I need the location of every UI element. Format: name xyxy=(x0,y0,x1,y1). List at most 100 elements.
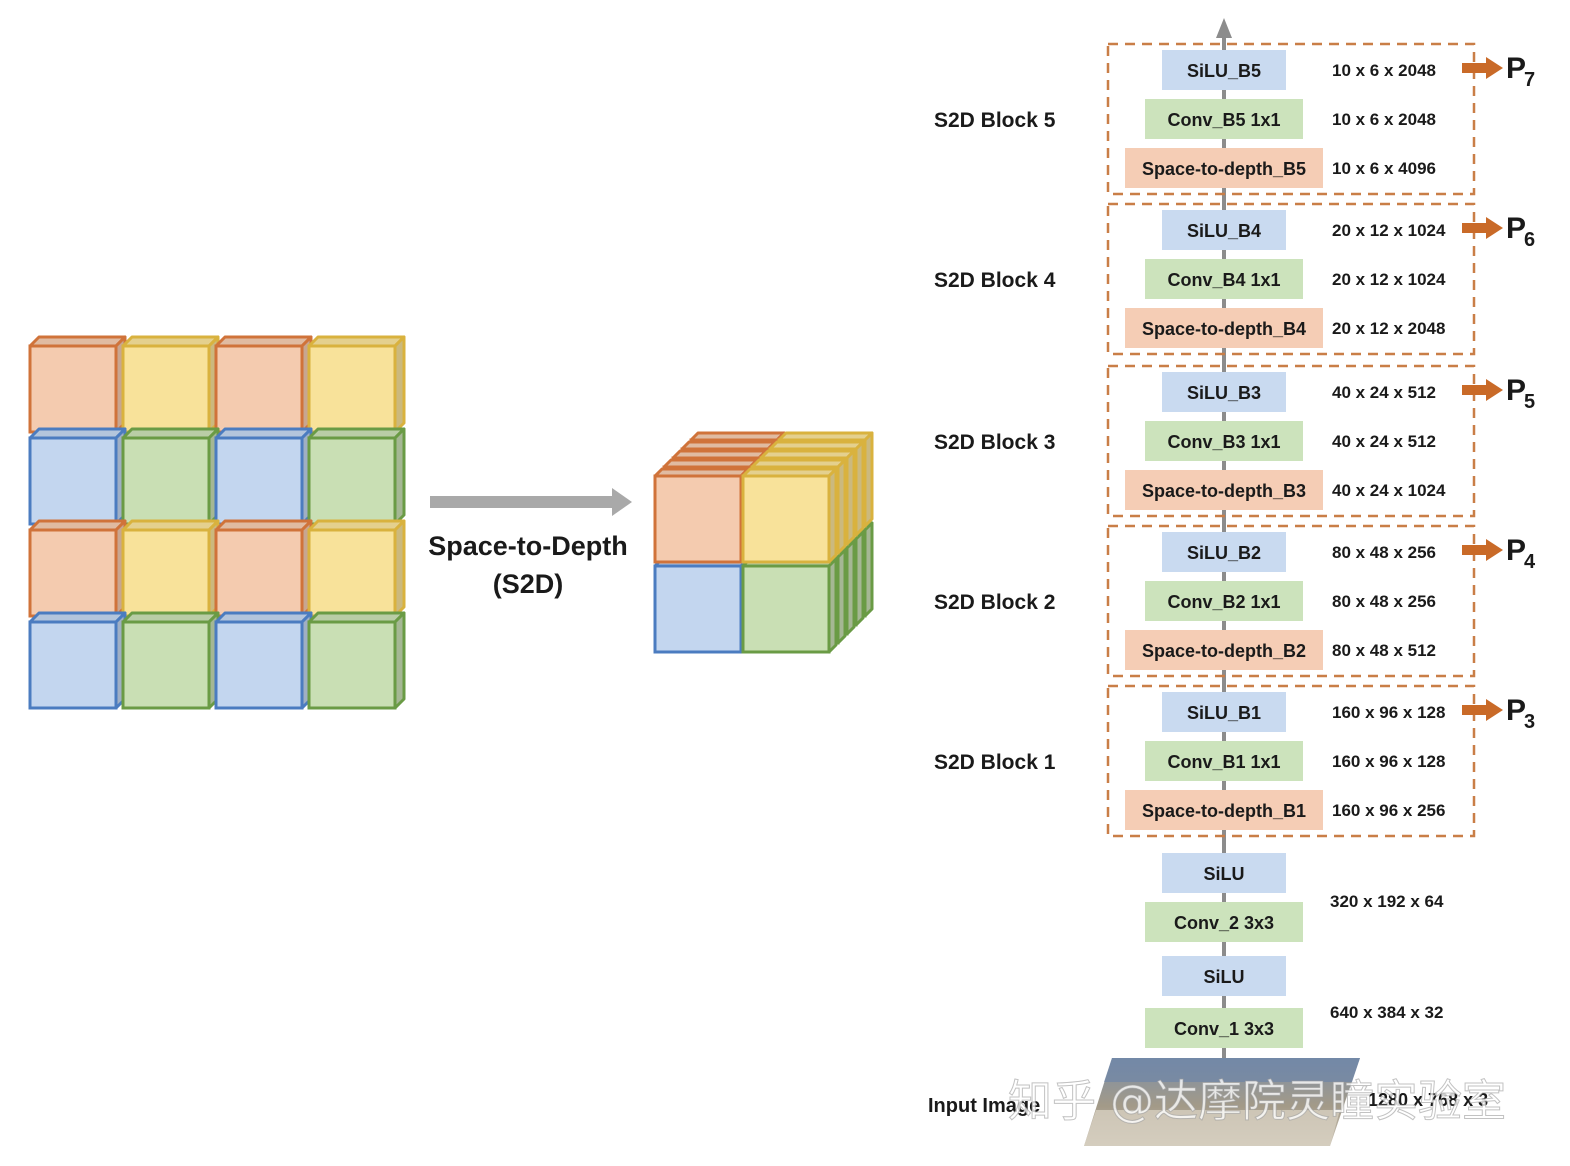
block-3-silu-dims: 40 x 24 x 512 xyxy=(1332,383,1436,402)
block-5-s2d-dims: 10 x 6 x 4096 xyxy=(1332,159,1436,178)
stem-0-silu-label: SiLU xyxy=(1203,864,1244,884)
block-3-s2d-box xyxy=(1125,470,1323,510)
p3-arrow-head xyxy=(1486,699,1503,721)
block-2-s2d-dims: 80 x 48 x 512 xyxy=(1332,641,1436,660)
p4-subscript: 4 xyxy=(1524,551,1536,573)
s2d-block-1-name: S2D Block 1 xyxy=(934,751,1056,774)
p6-label: P xyxy=(1506,212,1526,245)
p5-label: P xyxy=(1506,374,1526,407)
block-2-conv-dims: 80 x 48 x 256 xyxy=(1332,592,1436,611)
stem-1-conv-box xyxy=(1145,902,1303,942)
grid-cube-2-2 xyxy=(214,519,313,618)
block-5-s2d-label: Space-to-depth_B5 xyxy=(1142,159,1306,179)
p7-label: P xyxy=(1506,52,1526,85)
stack-front-orange xyxy=(653,467,750,564)
stem-0-silu-box xyxy=(1162,853,1286,893)
block-5-silu-label: SiLU_B5 xyxy=(1187,61,1261,81)
block-2-conv-label: Conv_B2 1x1 xyxy=(1167,592,1280,612)
p6-arrow-shaft xyxy=(1462,223,1488,233)
s2d-block-3-border xyxy=(1106,364,1476,518)
s2d-label-line2: (S2D) xyxy=(493,569,564,599)
block-1-s2d-label: Space-to-depth_B1 xyxy=(1142,801,1306,821)
stack-front-green xyxy=(741,557,838,654)
output-depth-stack xyxy=(653,431,874,654)
stem-3-conv-label: Conv_1 3x3 xyxy=(1174,1019,1274,1039)
block-4-s2d-label: Space-to-depth_B4 xyxy=(1142,319,1306,339)
stem-2-silu-box xyxy=(1162,956,1286,996)
watermark: 知乎 @达摩院灵瞳实验室 xyxy=(1008,1076,1506,1127)
s2d-arrow xyxy=(430,488,632,516)
block-4-s2d-box xyxy=(1125,308,1323,348)
grid-cube-2-0 xyxy=(28,519,127,618)
p5-arrow-head xyxy=(1486,379,1503,401)
block-3-silu-box xyxy=(1162,372,1286,412)
block-2-conv-box xyxy=(1145,581,1303,621)
stem-1-conv-label: Conv_2 3x3 xyxy=(1174,913,1274,933)
block-2-s2d-label: Space-to-depth_B2 xyxy=(1142,641,1306,661)
p3-arrow-shaft xyxy=(1462,705,1488,715)
input-feature-grid xyxy=(28,335,406,710)
block-2-s2d-box xyxy=(1125,630,1323,670)
grid-cube-0-1 xyxy=(121,335,220,434)
grid-cube-1-3 xyxy=(307,427,406,526)
block-4-silu-box xyxy=(1162,210,1286,250)
block-3-conv-label: Conv_B3 1x1 xyxy=(1167,432,1280,452)
block-1-silu-box xyxy=(1162,692,1286,732)
block-3-s2d-label: Space-to-depth_B3 xyxy=(1142,481,1306,501)
grid-cube-3-0 xyxy=(28,611,127,710)
stem-2-silu-label: SiLU xyxy=(1203,967,1244,987)
block-2-silu-label: SiLU_B2 xyxy=(1187,543,1261,563)
block-4-silu-dims: 20 x 12 x 1024 xyxy=(1332,221,1446,240)
input-image-dims: 1280 x 768 x 3 xyxy=(1368,1090,1488,1110)
block-4-silu-label: SiLU_B4 xyxy=(1187,221,1261,241)
grid-cube-0-3 xyxy=(307,335,406,434)
grid-cube-0-0 xyxy=(28,335,127,434)
block-3-s2d-dims: 40 x 24 x 1024 xyxy=(1332,481,1446,500)
grid-cube-1-2 xyxy=(214,427,313,526)
block-2-silu-dims: 80 x 48 x 256 xyxy=(1332,543,1436,562)
p6-subscript: 6 xyxy=(1524,229,1535,251)
block-5-conv-dims: 10 x 6 x 2048 xyxy=(1332,110,1436,129)
block-1-s2d-dims: 160 x 96 x 256 xyxy=(1332,801,1445,820)
block-5-silu-box xyxy=(1162,50,1286,90)
stack-front-blue xyxy=(653,557,750,654)
block-1-s2d-box xyxy=(1125,790,1323,830)
p4-arrow-head xyxy=(1486,539,1503,561)
grid-cube-3-3 xyxy=(307,611,406,710)
s2d-block-4-border xyxy=(1106,202,1476,356)
block-5-conv-label: Conv_B5 1x1 xyxy=(1167,110,1280,130)
s2d-block-1-border xyxy=(1106,684,1476,838)
block-5-conv-box xyxy=(1145,99,1303,139)
stack-front-yellow xyxy=(741,467,838,564)
block-4-conv-box xyxy=(1145,259,1303,299)
block-3-conv-dims: 40 x 24 x 512 xyxy=(1332,432,1436,451)
grid-cube-1-1 xyxy=(121,427,220,526)
block-5-silu-dims: 10 x 6 x 2048 xyxy=(1332,61,1436,80)
input-image-label: Input Image xyxy=(928,1095,1040,1117)
stem-3-conv-box xyxy=(1145,1008,1303,1048)
grid-cube-0-2 xyxy=(214,335,313,434)
p7-arrow-head xyxy=(1486,57,1503,79)
block-3-silu-label: SiLU_B3 xyxy=(1187,383,1261,403)
p4-arrow-shaft xyxy=(1462,545,1488,555)
p3-label: P xyxy=(1506,694,1526,727)
block-1-silu-label: SiLU_B1 xyxy=(1187,703,1261,723)
p6-arrow-head xyxy=(1486,217,1503,239)
grid-cube-2-3 xyxy=(307,519,406,618)
stem-dims-conv2: 320 x 192 x 64 xyxy=(1330,892,1444,911)
block-4-conv-dims: 20 x 12 x 1024 xyxy=(1332,270,1446,289)
block-1-conv-dims: 160 x 96 x 128 xyxy=(1332,752,1445,771)
s2d-block-5-name: S2D Block 5 xyxy=(934,109,1056,132)
block-4-s2d-dims: 20 x 12 x 2048 xyxy=(1332,319,1445,338)
p4-label: P xyxy=(1506,534,1526,567)
block-1-silu-dims: 160 x 96 x 128 xyxy=(1332,703,1445,722)
s2d-block-4-name: S2D Block 4 xyxy=(934,269,1056,292)
p5-subscript: 5 xyxy=(1524,391,1535,413)
block-5-s2d-box xyxy=(1125,148,1323,188)
